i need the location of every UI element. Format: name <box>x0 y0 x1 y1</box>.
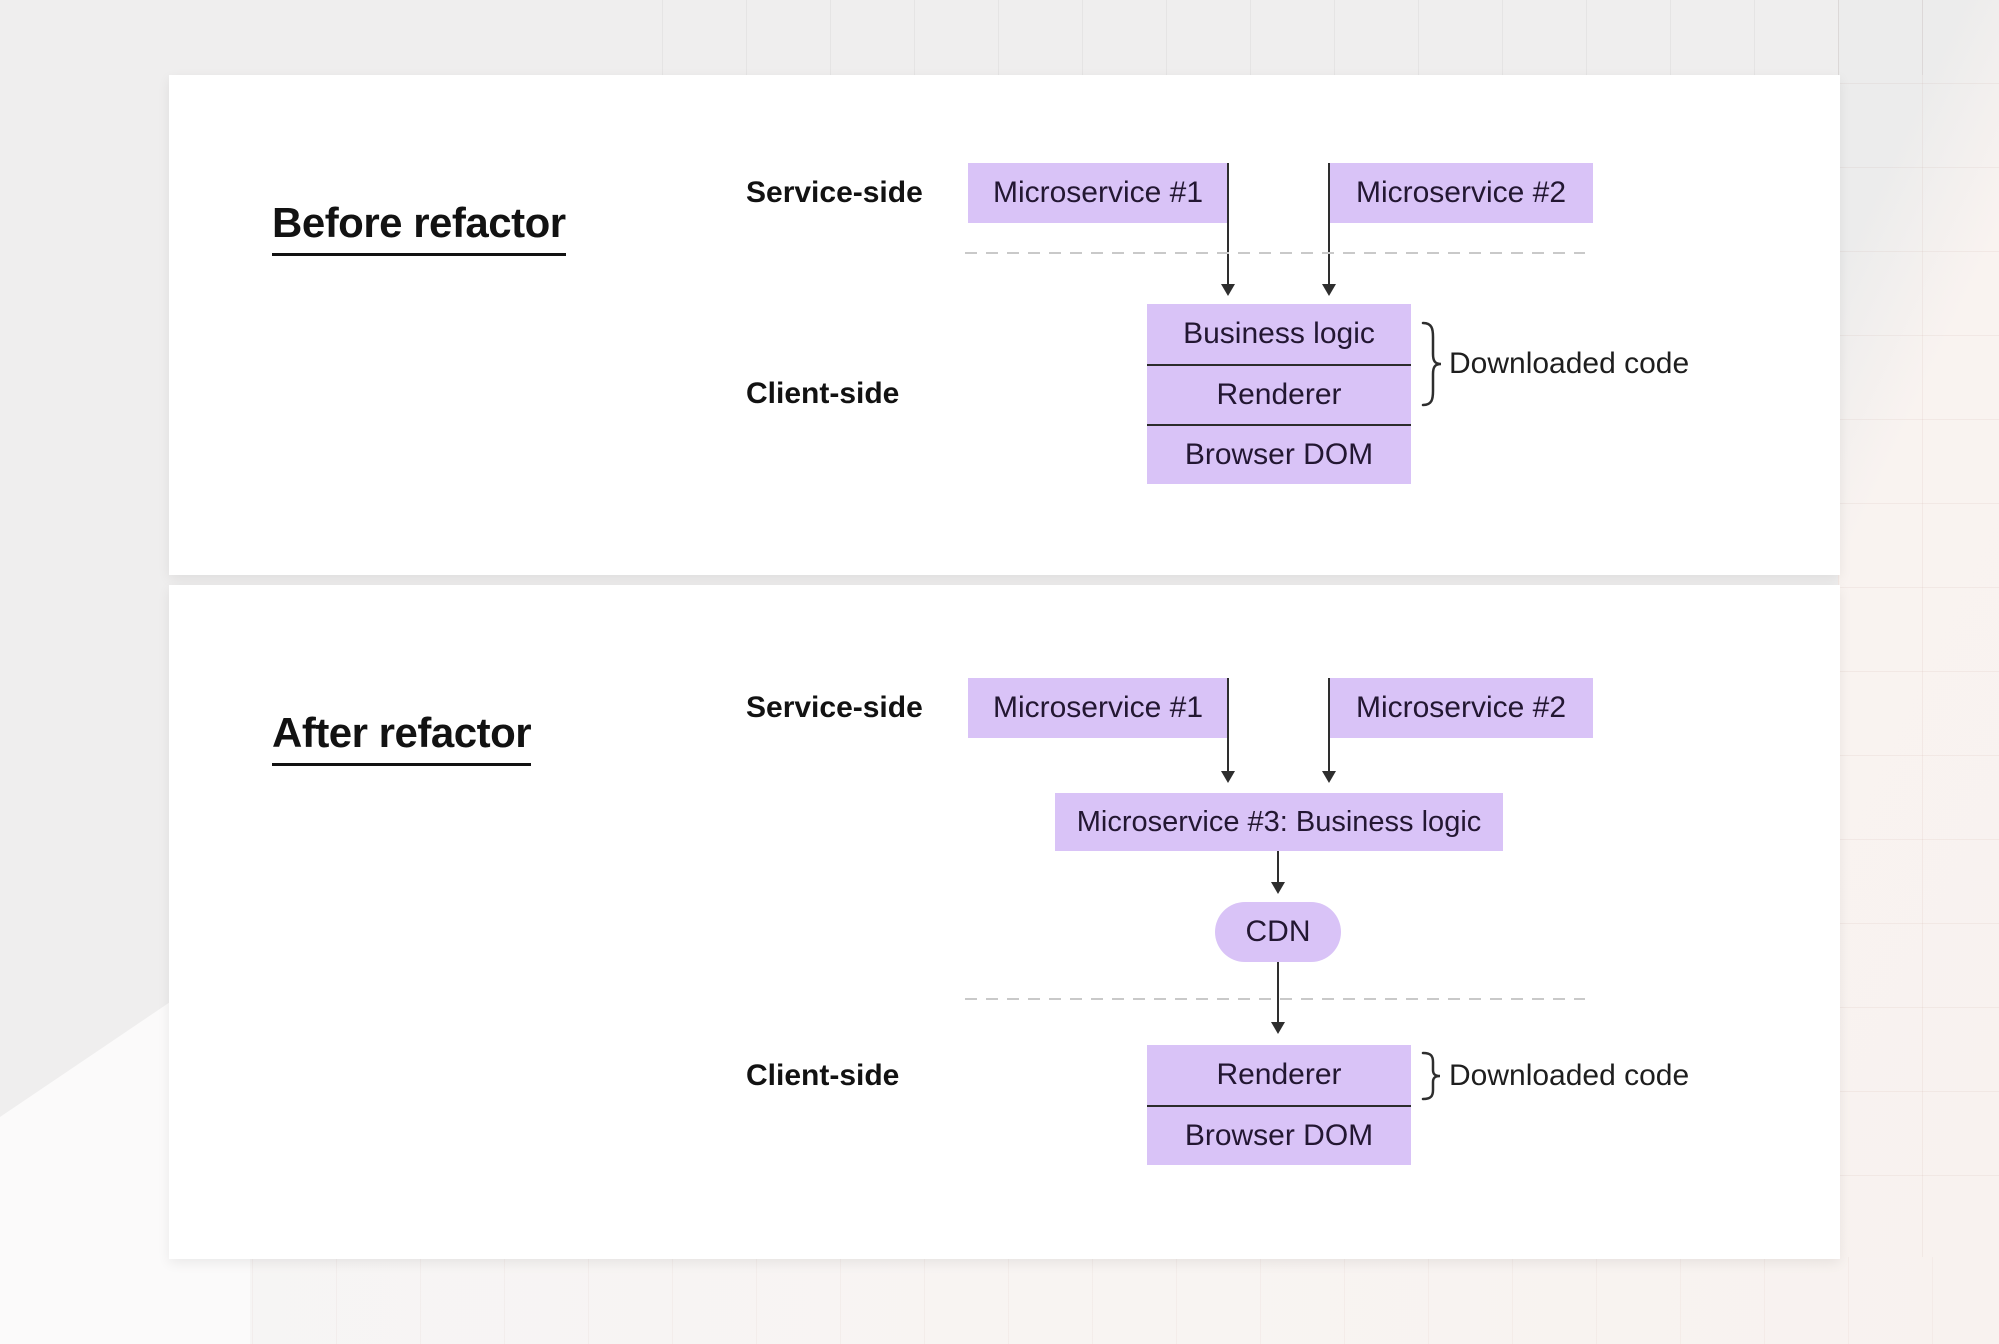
browser-dom-label: Browser DOM <box>1184 1119 1374 1152</box>
microservice-2-label: Microservice #2 <box>1355 691 1567 724</box>
service-side-label: Service-side <box>746 176 923 209</box>
client-stack: Business logic Renderer Browser DOM <box>1147 304 1411 484</box>
stack-row: Business logic <box>1147 304 1411 364</box>
background-bottom-strip <box>0 1257 1999 1344</box>
stack-row: Browser DOM <box>1147 424 1411 484</box>
brace-icon <box>1421 321 1443 407</box>
renderer-label: Renderer <box>1216 378 1342 411</box>
microservice-1-label: Microservice #1 <box>992 176 1204 209</box>
microservice-1-box: Microservice #1 <box>968 163 1228 223</box>
service-client-divider <box>965 998 1585 1000</box>
arrow-down-icon <box>1271 851 1285 894</box>
microservice-3-box: Microservice #3: Business logic <box>1055 793 1503 851</box>
microservice-1-label: Microservice #1 <box>992 691 1204 724</box>
arrow-down-icon <box>1322 678 1336 783</box>
microservice-2-box: Microservice #2 <box>1329 678 1593 738</box>
panel-after-refactor: After refactor Service-side Microservice… <box>169 585 1840 1259</box>
panel-title: After refactor <box>272 709 532 767</box>
panel-title: Before refactor <box>272 199 566 257</box>
arrow-down-icon <box>1221 678 1235 783</box>
microservice-2-box: Microservice #2 <box>1329 163 1593 223</box>
background-top-grid-strip <box>662 0 1999 75</box>
microservice-2-label: Microservice #2 <box>1355 176 1567 209</box>
service-side-label: Service-side <box>746 691 923 724</box>
arrow-down-icon <box>1221 163 1235 296</box>
stack-row: Renderer <box>1147 1045 1411 1105</box>
cdn-box: CDN <box>1215 902 1341 962</box>
business-logic-label: Business logic <box>1183 317 1375 350</box>
service-client-divider <box>965 252 1585 254</box>
arrow-down-icon <box>1271 962 1285 1034</box>
panel-before-refactor: Before refactor Service-side Microservic… <box>169 75 1840 575</box>
client-side-label: Client-side <box>746 377 900 410</box>
arrow-down-icon <box>1322 163 1336 296</box>
stack-row: Browser DOM <box>1147 1105 1411 1165</box>
microservice-1-box: Microservice #1 <box>968 678 1228 738</box>
microservice-3-label: Microservice #3: Business logic <box>1076 805 1482 838</box>
client-stack: Renderer Browser DOM <box>1147 1045 1411 1165</box>
background-pink-grid-column <box>1838 0 1999 1344</box>
cdn-label: CDN <box>1245 915 1311 948</box>
stack-row: Renderer <box>1147 364 1411 424</box>
renderer-label: Renderer <box>1216 1058 1342 1091</box>
downloaded-code-label: Downloaded code <box>1449 1059 1690 1092</box>
browser-dom-label: Browser DOM <box>1184 438 1374 471</box>
brace-icon <box>1421 1051 1443 1101</box>
downloaded-code-label: Downloaded code <box>1449 347 1690 380</box>
client-side-label: Client-side <box>746 1059 900 1092</box>
